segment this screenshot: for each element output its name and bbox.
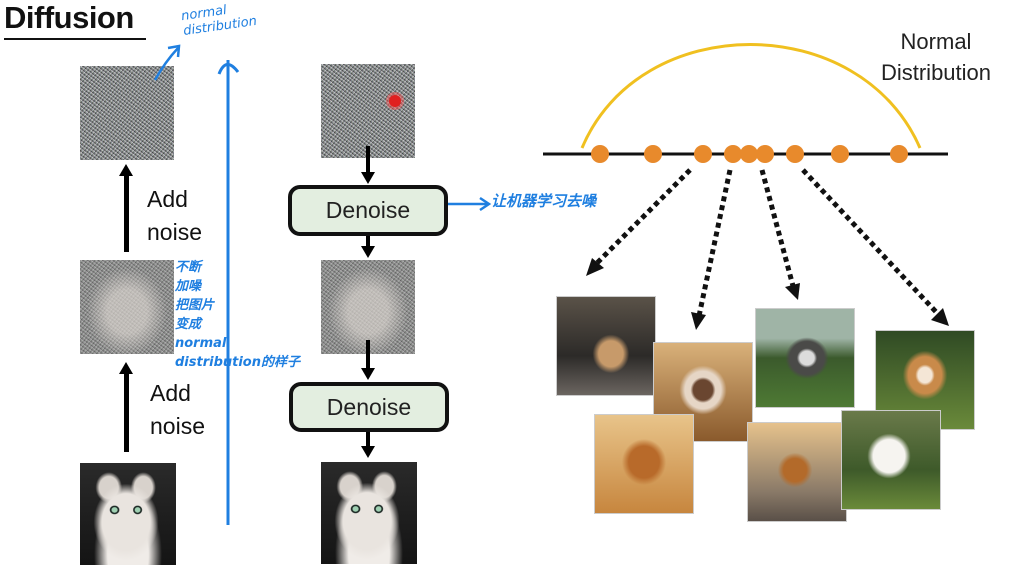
sample-dot [786, 145, 804, 163]
arrow-head-down-icon [361, 246, 375, 258]
dotted-arrow-heads [586, 258, 949, 330]
add-noise-arrow-top [124, 176, 129, 252]
dog-image-sunlit-road [747, 422, 847, 522]
cursor-red-dot [389, 95, 401, 107]
denoise-arrow-4 [366, 432, 370, 448]
annotation-line: distribution的样子 [175, 355, 300, 370]
label-line: Distribution [880, 60, 992, 85]
dog-image-dust [653, 342, 753, 442]
denoise-arrow-1 [366, 146, 370, 172]
arrow-head-down-icon [361, 172, 375, 184]
annotation-noise-steps: 不断 加噪 把图片 变成 normal distribution的样子 [175, 258, 300, 372]
add-noise-label-bottom: Add noise [150, 378, 205, 441]
noise-image-input [321, 64, 415, 158]
annotation-line: 不断 [175, 260, 202, 275]
add-noise-label-top: Add noise [147, 184, 202, 247]
denoise-arrow-3 [366, 340, 370, 368]
dotted-arrows [594, 168, 940, 317]
denoise-box-top: Denoise [288, 185, 448, 236]
sample-dot [890, 145, 908, 163]
arrow-head-up-icon [119, 362, 133, 374]
annotation-line: normal [175, 336, 227, 351]
title-underline [4, 38, 146, 40]
sample-dot [591, 145, 609, 163]
normal-distribution-label: Normal Distribution [866, 26, 1006, 88]
label-line: Normal [900, 29, 972, 54]
annotation-learn-denoise: 让机器学习去噪 [491, 192, 597, 210]
arrow-head-down-icon [361, 368, 375, 380]
sample-dot [724, 145, 742, 163]
sample-dot [694, 145, 712, 163]
sample-dot [756, 145, 774, 163]
cat-image-original [80, 463, 176, 565]
add-noise-word: Add [147, 186, 188, 212]
add-noise-word: Add [150, 380, 191, 406]
arrow-head-up-icon [119, 164, 133, 176]
dog-image-white-dog [841, 410, 941, 510]
noise-image-intermediate [321, 260, 415, 354]
bell-curve [580, 43, 922, 149]
cat-image-generated [321, 462, 417, 564]
annotation-line: 把图片 [175, 298, 215, 313]
annotation-line: 加噪 [175, 279, 202, 294]
arrow-head-down-icon [361, 446, 375, 458]
add-noise-arrow-bottom [124, 374, 129, 452]
annotation-line: 变成 [175, 317, 202, 332]
sample-dot [644, 145, 662, 163]
noise-image-partial [80, 260, 174, 354]
noise-image-pure [80, 66, 174, 160]
dog-image-street [556, 296, 656, 396]
dog-image-dust-2 [594, 414, 694, 514]
sample-dot [740, 145, 758, 163]
denoise-box-bottom: Denoise [289, 382, 449, 432]
sample-dot [831, 145, 849, 163]
add-noise-word: noise [147, 219, 202, 245]
dog-image-husky [755, 308, 855, 408]
denoise-arrow-2 [366, 236, 370, 248]
page-title: Diffusion [4, 0, 134, 35]
add-noise-word: noise [150, 413, 205, 439]
sample-dots [591, 145, 908, 163]
